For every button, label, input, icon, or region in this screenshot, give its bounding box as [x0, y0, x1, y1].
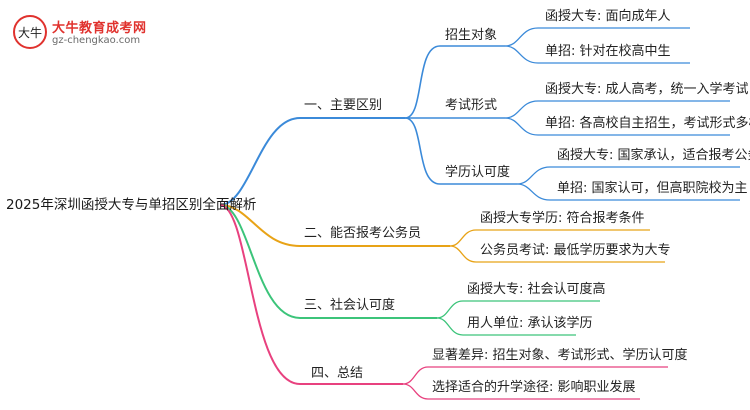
connector-root-branch-3 — [219, 204, 437, 319]
connector-root-branch-1 — [219, 117, 405, 206]
mind-map-root: 2025年深圳函授大专与单招区别全面解析 — [6, 197, 257, 213]
leaf-recognition-correspondence: 函授大专: 国家承认，适合报考公务员 — [557, 148, 750, 163]
connector-branch-1-sub-1 — [404, 45, 505, 119]
connector-branch-2-leaf-1 — [449, 229, 650, 247]
leaf-civil-service-eligibility: 函授大专学历: 符合报考条件 — [480, 211, 645, 226]
branch-1-sub-3-label: 学历认可度 — [445, 165, 511, 180]
leaf-employer-recognition: 用人单位: 承认该学历 — [467, 316, 593, 331]
connector-root-branch-4 — [219, 204, 403, 385]
leaf-summary-choice: 选择适合的升学途径: 影响职业发展 — [432, 380, 636, 395]
connector-branch-4-leaf-1 — [402, 366, 668, 385]
leaf-exam-form-correspondence: 函授大专: 成人高考，统一入学考试 — [545, 82, 749, 97]
logo-mark-icon: 大牛 — [13, 15, 47, 49]
connector-sub-1-leaf-2 — [504, 45, 690, 64]
connector-sub-3-leaf-2 — [516, 183, 740, 201]
leaf-recognition-single: 单招: 国家认可，但高职院校为主 — [557, 181, 748, 196]
branch-1-label: 一、主要区别 — [304, 98, 383, 113]
leaf-recruit-target-single: 单招: 针对在校高中生 — [545, 44, 671, 59]
leaf-social-recognition: 函授大专: 社会认可度高 — [467, 282, 606, 297]
connector-branch-4-leaf-2 — [402, 383, 640, 400]
connector-branch-3-leaf-1 — [436, 300, 600, 319]
logo-url: gz-chengkao.com — [52, 35, 141, 46]
connector-root-branch-2 — [219, 204, 450, 247]
site-logo: 大牛 大牛教育成考网 gz-chengkao.com — [12, 14, 182, 54]
branch-2-label: 二、能否报考公务员 — [304, 226, 422, 241]
branch-1-sub-2-label: 考试形式 — [445, 98, 498, 113]
leaf-exam-form-single: 单招: 各高校自主招生，考试形式多样 — [545, 116, 750, 131]
connector-sub-1-leaf-1 — [504, 27, 690, 47]
connector-sub-3-leaf-1 — [516, 166, 740, 185]
connector-sub-2-leaf-1 — [504, 100, 730, 119]
connector-sub-2-leaf-2 — [504, 117, 730, 136]
logo-mark-text: 大牛 — [18, 25, 42, 40]
leaf-civil-service-requirement: 公务员考试: 最低学历要求为大专 — [480, 243, 671, 258]
connector-branch-2-leaf-2 — [449, 245, 665, 263]
leaf-recruit-target-correspondence: 函授大专: 面向成年人 — [545, 9, 671, 24]
logo-title: 大牛教育成考网 — [52, 21, 147, 36]
branch-4-label: 四、总结 — [311, 366, 364, 381]
branch-3-label: 三、社会认可度 — [304, 298, 396, 313]
connector-branch-3-leaf-2 — [436, 317, 576, 336]
branch-1-sub-1-label: 招生对象 — [445, 28, 498, 43]
connector-branch-1-sub-3 — [404, 117, 517, 185]
leaf-summary-differences: 显著差异: 招生对象、考试形式、学历认可度 — [432, 348, 688, 363]
